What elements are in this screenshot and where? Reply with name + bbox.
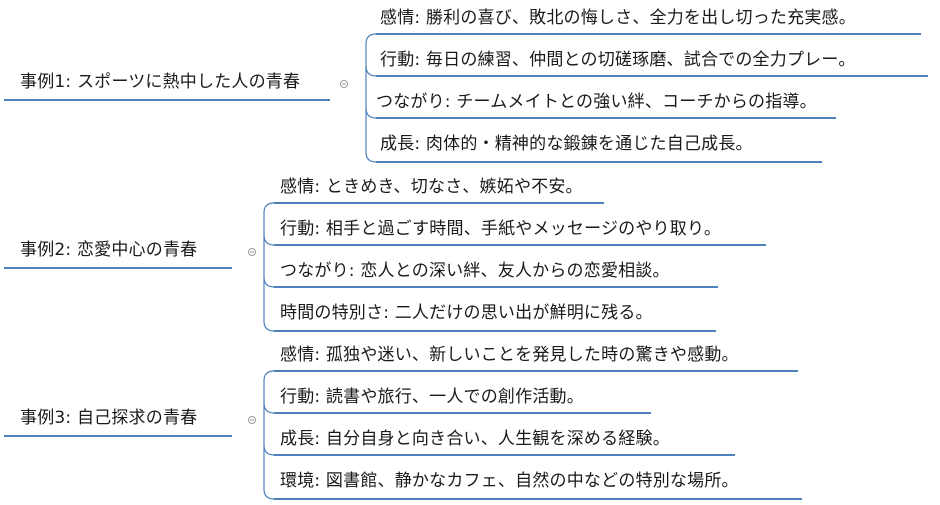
branch-3-child-3[interactable]: 成長: 自分自身と向き合い、人生観を深める経験。 (280, 429, 670, 449)
branch-3-child-2[interactable]: 行動: 読書や旅行、一人での創作活動。 (280, 387, 584, 407)
branch-1-trunk (365, 33, 377, 163)
branch-2-trunk (263, 202, 275, 332)
branch-3-child-4[interactable]: 環境: 図書館、静かなカフェ、自然の中などの特別な場所。 (280, 471, 739, 491)
branch-2-child-1[interactable]: 感情: ときめき、切なさ、嫉妬や不安。 (280, 177, 583, 197)
branch-1-child-4[interactable]: 成長: 肉体的・精神的な鍛錬を通じた自己成長。 (380, 134, 753, 154)
branch-1-child-1[interactable]: 感情: 勝利の喜び、敗北の悔しさ、全力を出し切った充実感。 (380, 8, 856, 28)
branch-1-label[interactable]: 事例1: スポーツに熱中した人の青春 (20, 72, 301, 92)
branch-3-label[interactable]: 事例3: 自己探求の青春 (20, 408, 198, 428)
branch-3-trunk (263, 370, 275, 500)
branch-2-child-3[interactable]: つながり: 恋人との深い絆、友人からの恋愛相談。 (280, 261, 670, 281)
branch-3-child-3-curve (263, 444, 275, 456)
branch-2-child-2[interactable]: 行動: 相手と過ごす時間、手紙やメッセージのやり取り。 (280, 219, 722, 239)
branch-3-child-1[interactable]: 感情: 孤独や迷い、新しいことを発見した時の驚きや感動。 (280, 345, 739, 365)
branch-2-child-2-curve (263, 234, 275, 246)
branch-1-child-2[interactable]: 行動: 毎日の練習、仲間との切磋琢磨、試合での全力プレー。 (380, 50, 856, 70)
branch-2-child-3-curve (263, 276, 275, 288)
branch-3-child-2-curve (263, 402, 275, 414)
branch-1-child-3-curve (365, 107, 377, 119)
branch-2-label[interactable]: 事例2: 恋愛中心の青春 (20, 240, 198, 260)
branch-1-child-3[interactable]: つながり: チームメイトとの強い絆、コーチからの指導。 (376, 92, 817, 112)
branch-1-child-2-curve (365, 65, 377, 77)
branch-2-child-4[interactable]: 時間の特別さ: 二人だけの思い出が鮮明に残る。 (280, 303, 653, 323)
